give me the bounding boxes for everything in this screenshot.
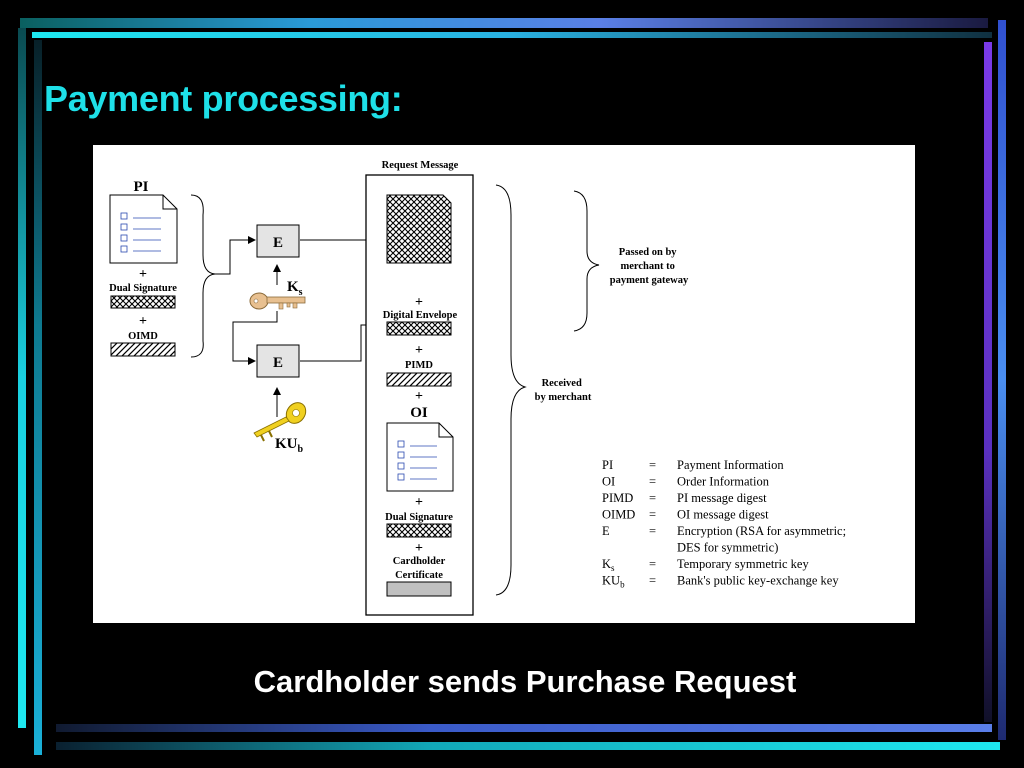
oimd-label: OIMD (128, 331, 158, 342)
legend-abbr: PIMD (602, 491, 633, 505)
frame-top-bar (20, 18, 988, 28)
oi-document-icon (386, 422, 454, 492)
dual-signature-label: Dual Signature (385, 512, 453, 523)
slide-title: Payment processing: (44, 78, 403, 119)
left-brace (190, 194, 216, 358)
legend-equals: = (649, 508, 656, 522)
plus-sign: + (415, 495, 423, 510)
encrypted-pi-block (386, 194, 452, 264)
request-message-box (365, 174, 474, 616)
legend-description: Bank's public key-exchange key (677, 574, 839, 588)
encrypt-label: E (273, 355, 283, 371)
legend-abbr: KUb (602, 574, 625, 590)
oi-label: OI (410, 405, 428, 421)
payment-diagram: PI + Dual Signature + OIMD E E Ks (93, 145, 915, 623)
digital-envelope-block (386, 321, 452, 336)
received-brace (495, 184, 527, 596)
legend-description: Encryption (RSA for asymmetric; (677, 524, 846, 538)
frame-right-bar (984, 42, 992, 722)
frame-left-bar (18, 28, 26, 728)
kub-label: KUb (275, 436, 304, 455)
encrypt-label: E (273, 235, 283, 251)
public-key-icon (253, 402, 307, 442)
pi-label: PI (134, 179, 149, 195)
legend-abbr: Ks (602, 557, 615, 573)
legend-abbr: E (602, 524, 610, 538)
legend-description: Payment Information (677, 458, 784, 472)
legend-description: PI message digest (677, 491, 767, 505)
legend-equals: = (649, 574, 656, 588)
plus-sign: + (139, 267, 147, 282)
pimd-block (386, 372, 452, 387)
plus-sign: + (415, 541, 423, 556)
dual-signature-block (110, 295, 176, 309)
received-text: Received by merchant (535, 378, 592, 403)
legend-equals: = (649, 491, 656, 505)
symmetric-key-icon (249, 292, 306, 310)
certificate-label: Certificate (395, 570, 443, 581)
frame-top-inner-bar (32, 32, 992, 38)
pi-document-icon (109, 194, 178, 264)
certificate-block (386, 581, 452, 597)
legend-description: Order Information (677, 475, 770, 489)
plus-sign: + (415, 295, 423, 310)
flow-line (232, 311, 278, 330)
dual-signature-label: Dual Signature (109, 283, 177, 294)
legend-abbr: OI (602, 475, 615, 489)
plus-sign: + (415, 389, 423, 404)
flow-line (215, 236, 256, 275)
legend-description: Temporary symmetric key (677, 557, 809, 571)
ks-label: Ks (287, 279, 303, 298)
legend-equals: = (649, 475, 656, 489)
legend-abbr: OIMD (602, 508, 635, 522)
passed-on-brace (573, 190, 600, 332)
digital-envelope-label: Digital Envelope (383, 310, 458, 321)
plus-sign: + (415, 343, 423, 358)
dual-signature-block (386, 523, 452, 538)
legend-equals: = (649, 524, 656, 538)
passed-on-text: Passed on by merchant to payment gateway (610, 247, 689, 286)
plus-sign: + (139, 314, 147, 329)
frame-bottom-bar (56, 724, 992, 732)
encrypt-box (256, 344, 300, 378)
legend-description: DES for symmetric) (677, 541, 778, 555)
oimd-block (110, 342, 176, 357)
legend-abbr: PI (602, 458, 613, 472)
pimd-label: PIMD (405, 360, 433, 371)
flow-line (232, 330, 256, 365)
encrypt-box (256, 224, 300, 258)
legend-description: OI message digest (677, 508, 769, 522)
request-message-title: Request Message (382, 160, 459, 171)
legend-equals: = (649, 458, 656, 472)
legend-equals: = (649, 557, 656, 571)
frame-right-outer-bar (998, 20, 1006, 740)
frame-left-inner-bar (34, 40, 42, 755)
frame-bottom-inner-bar (56, 742, 1000, 750)
slide-caption: Cardholder sends Purchase Request (253, 664, 797, 699)
cardholder-label: Cardholder (393, 556, 446, 567)
